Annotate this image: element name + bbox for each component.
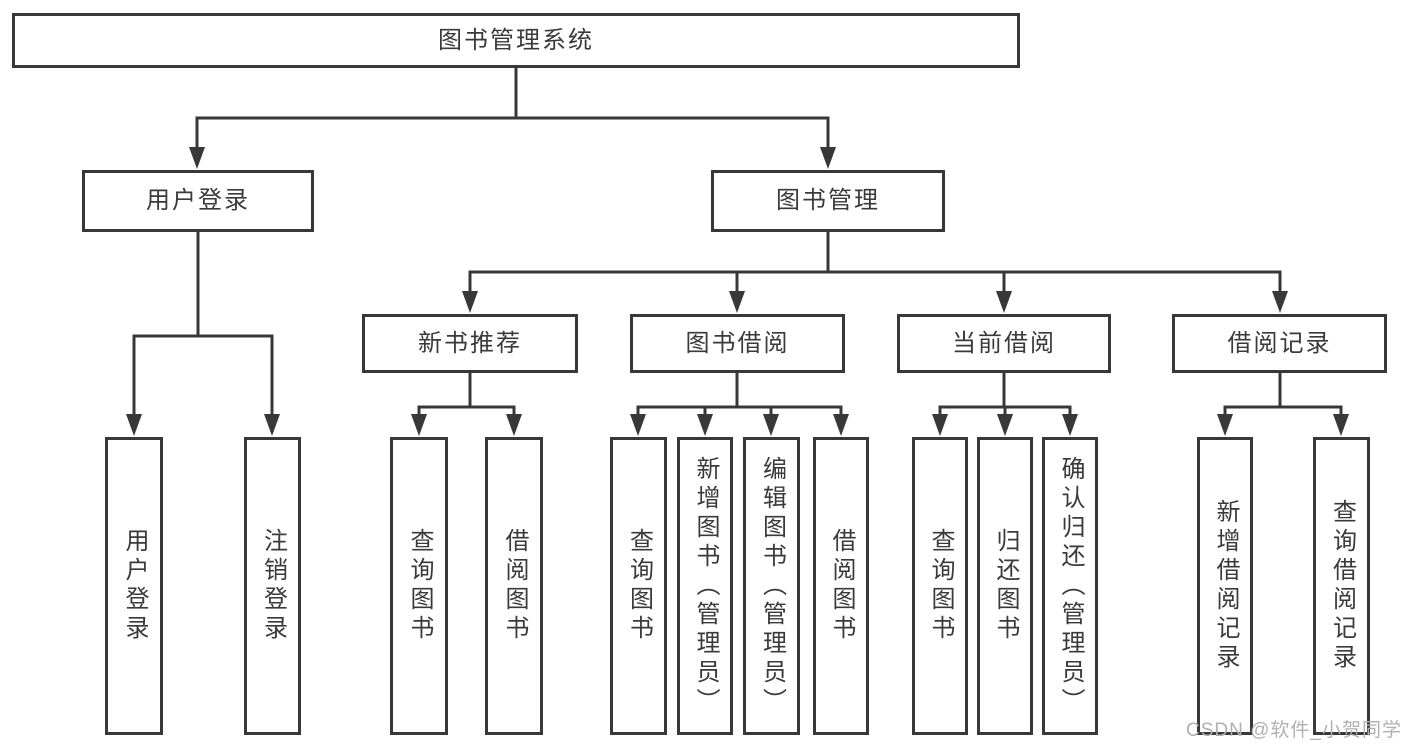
node-borrow-books-borrowing: 借阅图书 <box>813 437 869 735</box>
node-label: 用户登录 <box>146 187 250 214</box>
node-label: 查询图书 <box>927 528 954 644</box>
node-label: 图书管理 <box>776 187 880 214</box>
node-label: 查询图书 <box>625 528 653 644</box>
node-book-borrowing: 图书借阅 <box>630 314 845 373</box>
node-label: 图书借阅 <box>685 329 790 357</box>
node-user-login: 用户登录 <box>82 170 314 232</box>
node-current-borrowing: 当前借阅 <box>897 314 1111 373</box>
node-confirm-return-admin: 确认归还（管理员） <box>1042 437 1098 735</box>
node-label: 借阅记录 <box>1227 329 1332 357</box>
node-edit-books-admin: 编辑图书（管理员） <box>743 437 800 735</box>
node-query-borrowing-record: 查询借阅记录 <box>1313 437 1370 735</box>
node-query-books-current: 查询图书 <box>912 437 968 735</box>
node-label: 借阅图书 <box>828 528 855 644</box>
node-borrow-books-recommend: 借阅图书 <box>485 437 543 735</box>
node-label: 当前借阅 <box>952 329 1056 357</box>
node-label: 新书推荐 <box>418 329 522 357</box>
node-label: 注销登录 <box>259 528 287 644</box>
node-label: 借阅图书 <box>501 528 528 644</box>
node-label: 编辑图书（管理员） <box>758 455 786 717</box>
node-label: 查询图书 <box>406 528 433 644</box>
node-user-login-leaf: 用户登录 <box>105 437 163 735</box>
node-label: 图书管理系统 <box>438 26 594 54</box>
node-logout-login: 注销登录 <box>244 437 301 735</box>
node-add-books-admin: 新增图书（管理员） <box>677 437 733 735</box>
node-label: 新增图书（管理员） <box>692 455 719 717</box>
watermark: CSDN @软件_小贺同学 <box>1186 720 1402 741</box>
node-query-books-recommend: 查询图书 <box>390 437 448 735</box>
node-library-management-system: 图书管理系统 <box>12 13 1020 68</box>
node-label: 查询借阅记录 <box>1328 499 1356 673</box>
node-borrowing-records: 借阅记录 <box>1172 314 1387 373</box>
node-return-books: 归还图书 <box>977 437 1033 735</box>
node-query-books-borrowing: 查询图书 <box>610 437 667 735</box>
node-book-management: 图书管理 <box>711 170 945 232</box>
node-label: 新增借阅记录 <box>1212 499 1239 673</box>
node-label: 用户登录 <box>121 528 148 644</box>
node-add-borrowing-record: 新增借阅记录 <box>1197 437 1253 735</box>
node-new-book-recommendation: 新书推荐 <box>362 314 578 373</box>
node-label: 归还图书 <box>992 528 1019 644</box>
node-label: 确认归还（管理员） <box>1057 455 1084 717</box>
